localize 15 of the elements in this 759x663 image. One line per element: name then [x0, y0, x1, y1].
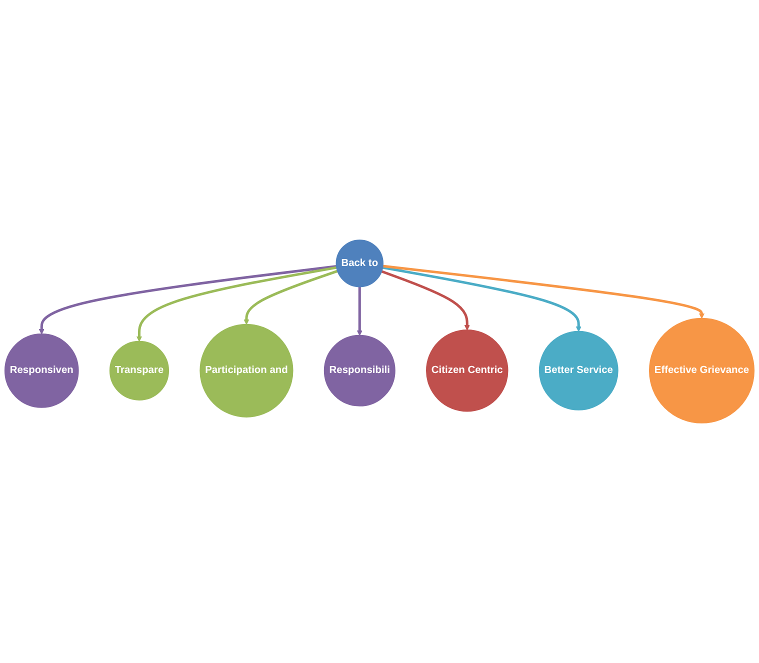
arrow — [38, 264, 337, 334]
arrow — [244, 270, 338, 325]
node-circle: Transpare — [109, 340, 170, 400]
node-circle: Back to — [336, 240, 384, 288]
arrow — [136, 266, 337, 342]
node-circle: Better Service — [538, 330, 618, 410]
node-circle: Responsiven — [4, 333, 79, 408]
arrow — [382, 266, 582, 332]
arrow — [356, 286, 362, 336]
node-circle: Effective Grievance — [648, 318, 755, 424]
arrow — [382, 264, 705, 319]
arrow — [381, 270, 470, 330]
node-circle: Responsibili — [324, 334, 396, 406]
node-circle: Citizen Centric — [426, 330, 508, 412]
node-circle: Participation and — [200, 324, 294, 418]
